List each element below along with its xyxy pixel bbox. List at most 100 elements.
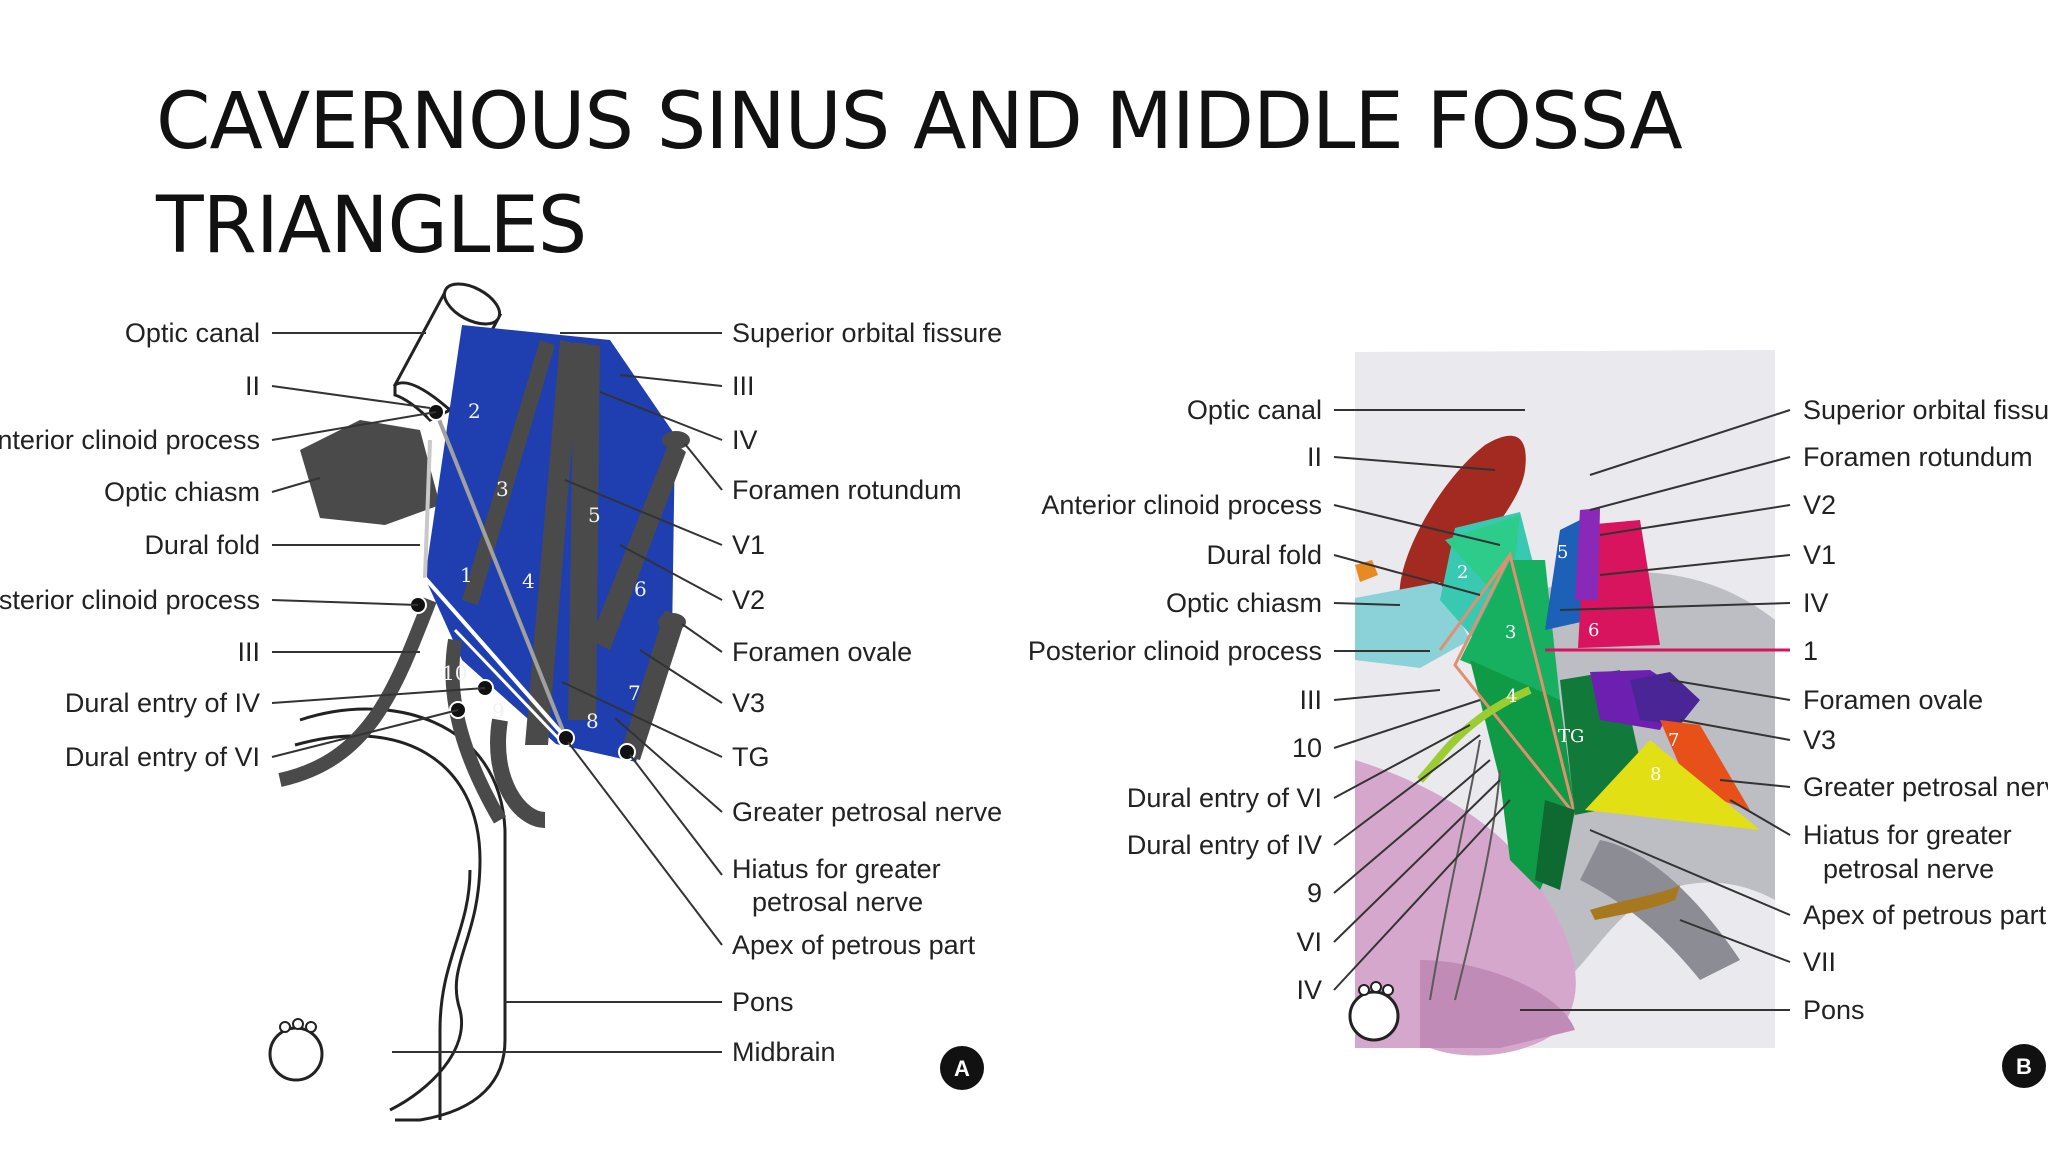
bone-dark-shading (1580, 840, 1740, 980)
midbrain-bump-2 (292, 1018, 304, 1030)
triangle-number-3: 3 (496, 477, 509, 501)
label-a-iv: IV (732, 425, 758, 455)
brainstem-curve (294, 734, 482, 1112)
label-a-dural-entry-iv: Dural entry of IV (65, 688, 260, 718)
panel-b-triangle-numbers: 2 3 4 5 6 7 8 TG (1457, 542, 1679, 785)
purple-region-2 (1630, 672, 1700, 725)
label-a-ii: II (245, 371, 260, 401)
label-a-v3: V3 (732, 688, 765, 718)
triangle-outline-orange (1453, 550, 1577, 816)
triangle-5-purple (1575, 508, 1600, 600)
triangle-number-7: 7 (628, 681, 641, 705)
label-b-dural-entry-iv: Dural entry of IV (1127, 830, 1322, 860)
nerve-thin-2 (1454, 769, 1501, 1001)
optic-canal-opening (442, 282, 502, 326)
midbrain-bump-3 (305, 1021, 317, 1033)
nerve-v3-strand (620, 610, 685, 760)
label-b-10: 10 (1292, 733, 1322, 763)
panel-a-badge: A (940, 1046, 984, 1090)
nerve-iii-thin (1417, 686, 1532, 783)
triangle-b-number-8: 8 (1650, 764, 1661, 785)
label-a-optic-chiasm: Optic chiasm (104, 477, 260, 507)
label-b-foramen-ovale: Foramen ovale (1803, 685, 1983, 715)
label-a-superior-orbital-fissure: Superior orbital fissure (732, 318, 1002, 348)
triangle-8-yellow (1585, 740, 1760, 830)
label-b-posterior-clinoid: Posterior clinoid process (1028, 636, 1322, 666)
panel-b-badge: B (2002, 1044, 2046, 1088)
panel-b-drawing (1348, 350, 1790, 1056)
triangle-b-number-5: 5 (1557, 542, 1568, 563)
label-a-posterior-clinoid: Posterior clinoid process (0, 585, 260, 615)
label-b-1: 1 (1803, 636, 1818, 666)
triangle-number-6: 6 (634, 577, 647, 601)
foramen-ovale-cap (658, 613, 686, 631)
panel-b-leader-lines (1333, 409, 1791, 1011)
label-a-iii-right: III (732, 371, 755, 401)
label-b-iii: III (1299, 685, 1322, 715)
nerve-iv-course (445, 638, 507, 824)
title-line-2: TRIANGLES (156, 181, 587, 271)
label-b-v3: V3 (1803, 725, 1836, 755)
label-a-hiatus-line1: Hiatus for greater (732, 854, 941, 884)
triangle-b-number-6: 6 (1588, 620, 1599, 641)
dural-border-line-2 (423, 439, 432, 579)
title-line-1: CAVERNOUS SINUS AND MIDDLE FOSSA (156, 77, 1683, 167)
nerve-thin-1 (1429, 739, 1481, 1001)
triangle-number-9: 9 (492, 699, 505, 723)
triangle-b-number-2: 2 (1457, 562, 1468, 583)
dot-apex (557, 729, 575, 747)
label-a-foramen-rotundum: Foramen rotundum (732, 475, 962, 505)
slide-title: CAVERNOUS SINUS AND MIDDLE FOSSA TRIANGL… (156, 70, 1683, 278)
midbrain-circle-b (1348, 990, 1400, 1042)
label-b-apex-petrous: Apex of petrous part (1803, 900, 2047, 930)
label-b-9: 9 (1307, 878, 1322, 908)
panel-b-right-labels: Superior orbital fissure Foramen rotundu… (1803, 395, 2048, 1025)
label-b-v2: V2 (1803, 490, 1836, 520)
nerve-iv-strand (525, 340, 580, 745)
triangle-b-number-3: 3 (1505, 622, 1516, 643)
label-a-v1: V1 (732, 530, 765, 560)
triangle-number-1: 1 (460, 563, 473, 587)
triangle-outline-extra (1438, 554, 1512, 651)
triangle-number-4: 4 (522, 569, 535, 593)
label-b-foramen-rotundum: Foramen rotundum (1803, 442, 2033, 472)
label-b-dural-fold: Dural fold (1206, 540, 1322, 570)
triangle-number-10: 10 (442, 661, 467, 685)
label-b-iv-left: IV (1296, 975, 1322, 1005)
dural-border-line-1 (434, 411, 568, 739)
badge-a-circle (940, 1046, 984, 1090)
label-a-dural-entry-vi: Dural entry of VI (65, 742, 260, 772)
label-a-anterior-clinoid: Anterior clinoid process (0, 425, 260, 455)
dural-border-line-4 (453, 628, 562, 742)
dark-green-strip (1535, 800, 1575, 890)
label-a-tg: TG (732, 742, 770, 772)
label-a-v2: V2 (732, 585, 765, 615)
panel-a-triangle-numbers: 1 2 3 4 5 6 7 8 9 10 (442, 399, 647, 733)
label-b-ii: II (1307, 442, 1322, 472)
nerve-v2-strand (590, 440, 686, 650)
triangle-7-orange (1660, 720, 1750, 810)
label-b-superior-orbital-fissure: Superior orbital fissure (1803, 395, 2048, 425)
triangle-number-2: 2 (468, 399, 481, 423)
panel-a-drawing (268, 282, 690, 1122)
triangle-b-number-4: 4 (1506, 686, 1517, 707)
optic-chiasm-shape (300, 420, 440, 525)
panel-a-leader-lines (271, 332, 723, 1053)
label-b-vi: VI (1296, 927, 1322, 957)
label-a-dural-fold: Dural fold (144, 530, 260, 560)
label-b-hiatus-line1: Hiatus for greater (1803, 820, 2012, 850)
nerve-vi-course (490, 718, 546, 828)
midbrain-bump-b3 (1382, 984, 1394, 996)
label-a-optic-canal: Optic canal (125, 318, 260, 348)
dural-border-line-3 (423, 576, 568, 740)
midbrain-bump-1 (279, 1021, 291, 1033)
triangle-b-number-7: 7 (1668, 730, 1679, 751)
midbrain-circle (268, 1026, 324, 1082)
label-a-midbrain: Midbrain (732, 1037, 836, 1067)
panel-a-right-labels: Superior orbital fissure III IV Foramen … (732, 318, 1002, 1067)
label-b-iv-right: IV (1803, 588, 1829, 618)
badge-a-letter: A (954, 1056, 970, 1081)
label-a-foramen-ovale: Foramen ovale (732, 637, 912, 667)
triangle-3-green (1460, 560, 1560, 700)
